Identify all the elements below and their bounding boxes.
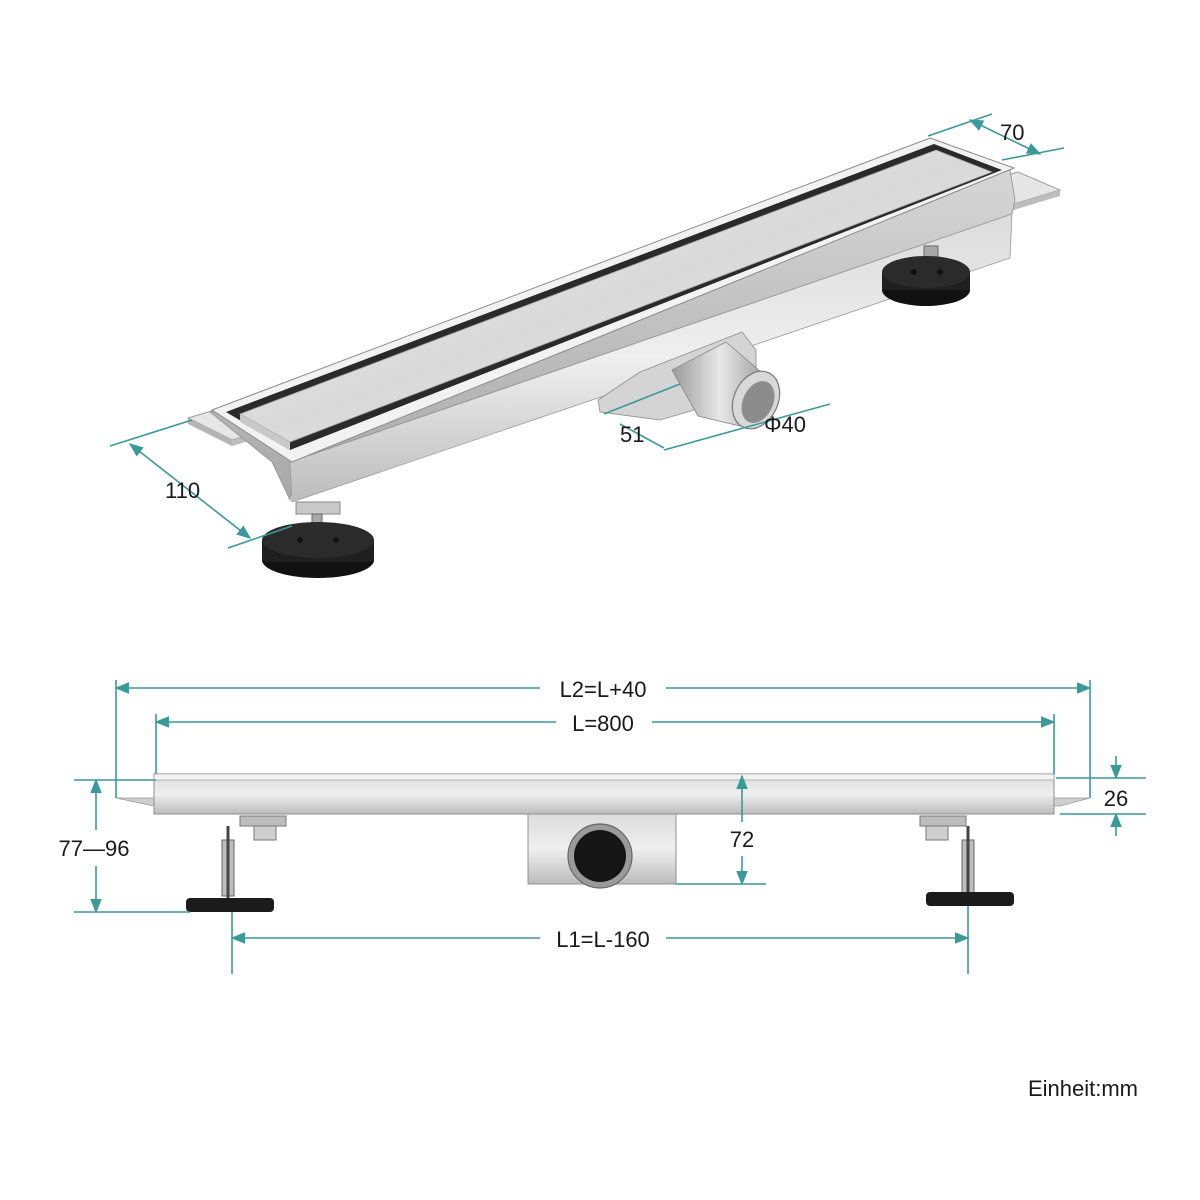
dim-height-adjust: 77—96	[59, 836, 130, 861]
iso-dimensions	[109, 113, 1065, 549]
side-dimensions	[74, 680, 1146, 974]
dim-feet-spacing: L1=L-160	[556, 927, 650, 952]
dim-channel-depth: 26	[1104, 786, 1128, 811]
iso-grate	[239, 149, 994, 443]
dim-outlet-diameter: Φ40	[764, 412, 806, 437]
dim-outlet-height: 72	[730, 827, 754, 852]
iso-drain	[186, 137, 1062, 578]
side-drain	[115, 773, 1091, 912]
side-foot-right	[919, 815, 1014, 906]
dim-grate-width: 70	[1000, 120, 1024, 145]
iso-foot-left	[262, 501, 374, 578]
side-channel	[153, 773, 1055, 815]
dim-channel-length: L=800	[572, 711, 634, 736]
unit-label: Einheit:mm	[1027, 1076, 1138, 1101]
iso-foot-right	[882, 245, 970, 306]
iso-flange-edge	[188, 418, 232, 446]
dim-flange-length: L2=L+40	[560, 677, 647, 702]
dim-total-width: 110	[165, 478, 200, 503]
side-foot-left	[186, 815, 287, 912]
dim-outlet-width: 51	[620, 422, 644, 447]
